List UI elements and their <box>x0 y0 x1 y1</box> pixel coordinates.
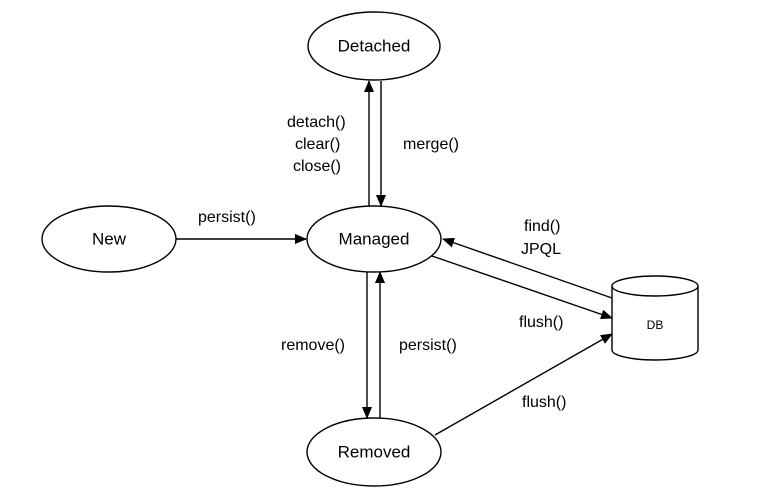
node-db-label: DB <box>647 318 664 332</box>
node-new-label: New <box>92 230 127 249</box>
edge-label-remove: remove() <box>281 337 345 354</box>
edge-label-merge: merge() <box>403 136 459 153</box>
edge-managed-to-db <box>431 255 613 320</box>
edge-db-to-managed <box>442 237 613 299</box>
edge-label-flush-managed: flush() <box>519 314 563 331</box>
edge-label-persist-new: persist() <box>198 209 256 226</box>
edge-label-persist-removed: persist() <box>399 337 457 354</box>
edge-label-jpql: JPQL <box>521 241 561 258</box>
node-removed-label: Removed <box>338 443 411 462</box>
node-managed: Managed <box>306 205 442 273</box>
node-detached: Detached <box>307 11 441 81</box>
node-new: New <box>41 205 177 273</box>
edge-label-detach: detach() <box>287 114 346 131</box>
edge-label-clear: clear() <box>295 136 340 153</box>
edge-label-find: find() <box>524 218 560 235</box>
edge-label-flush-removed: flush() <box>522 394 566 411</box>
node-db: DB <box>611 275 699 361</box>
edge-removed-to-db <box>434 333 613 436</box>
node-removed: Removed <box>306 417 442 487</box>
node-managed-label: Managed <box>339 230 410 249</box>
node-detached-label: Detached <box>338 37 411 56</box>
edge-label-close: close() <box>293 158 341 175</box>
